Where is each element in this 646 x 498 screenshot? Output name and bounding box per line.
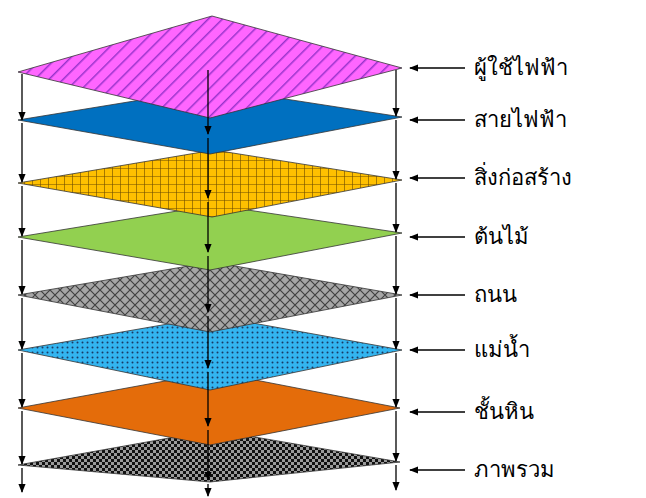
layer-label: ถนน bbox=[474, 282, 517, 308]
layer-label: ภาพรวม bbox=[474, 457, 555, 483]
layer-label: สายไฟฟ้า bbox=[474, 107, 567, 133]
layer-label: ต้นไม้ bbox=[474, 224, 529, 250]
layer-label: แม่น้ำ bbox=[474, 337, 530, 363]
layer-label: สิ่งก่อสร้าง bbox=[474, 165, 572, 191]
layer-label: ชั้นหิน bbox=[474, 399, 534, 425]
layer-label: ผู้ใช้ไฟฟ้า bbox=[474, 55, 568, 81]
